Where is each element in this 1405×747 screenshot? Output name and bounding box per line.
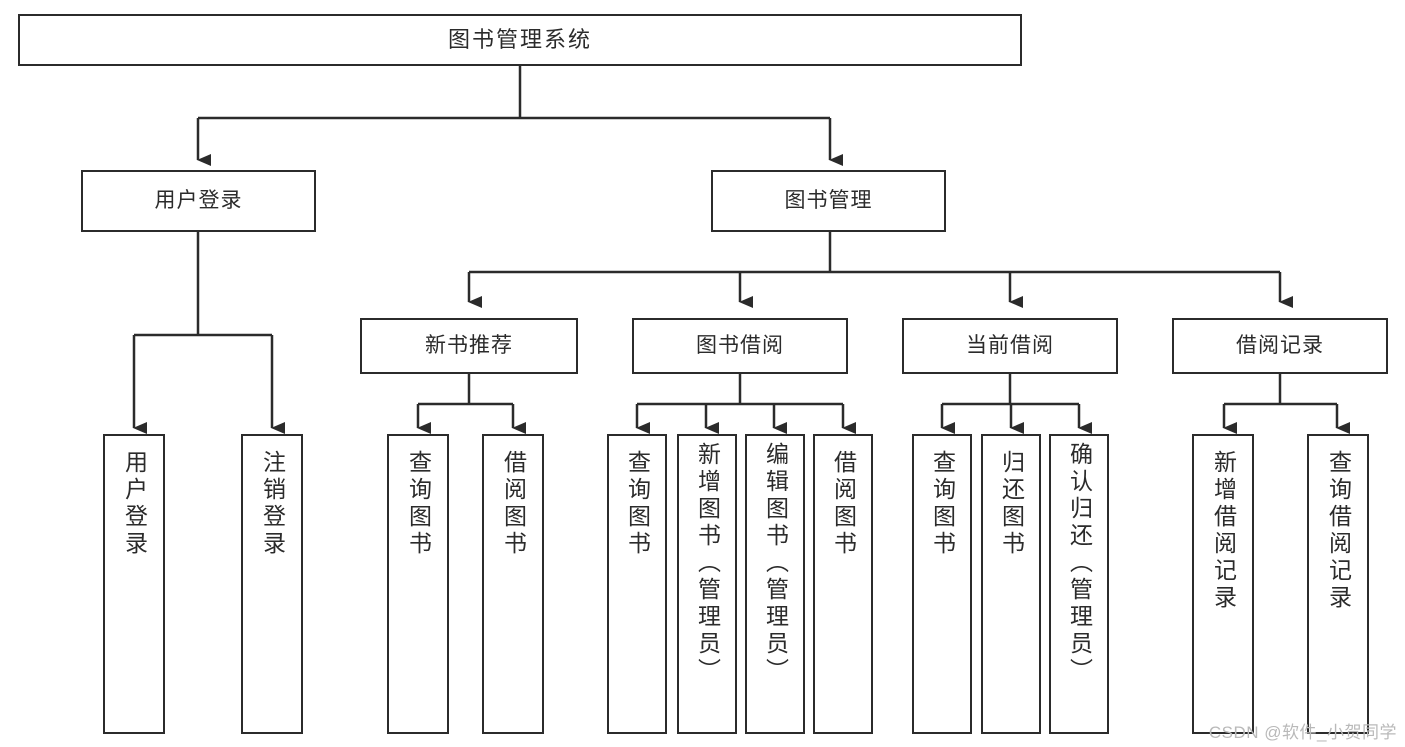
leaf-book-borrow-add-admin[interactable]: 新增图书（管理员） [677, 434, 737, 734]
node-label: 编辑图书（管理员） [762, 442, 789, 685]
node-label: 新增图书（管理员） [694, 442, 721, 685]
leaf-current-borrow-return[interactable]: 归还图书 [981, 434, 1041, 734]
leaf-user-login-login[interactable]: 用户登录 [103, 434, 165, 734]
node-label: 图书管理 [784, 189, 873, 213]
node-label: 借阅图书 [500, 450, 527, 558]
leaf-new-book-borrow[interactable]: 借阅图书 [482, 434, 544, 734]
node-label: 查询借阅记录 [1325, 450, 1352, 612]
node-label: 查询图书 [929, 450, 956, 558]
leaf-book-borrow-borrow[interactable]: 借阅图书 [813, 434, 873, 734]
node-label: 当前借阅 [966, 334, 1054, 358]
leaf-borrow-record-add[interactable]: 新增借阅记录 [1192, 434, 1254, 734]
node-label: 查询图书 [405, 450, 432, 558]
node-label: 归还图书 [998, 450, 1025, 558]
node-root-book-management-system[interactable]: 图书管理系统 [18, 14, 1022, 66]
leaf-user-login-logout[interactable]: 注销登录 [241, 434, 303, 734]
leaf-current-borrow-query[interactable]: 查询图书 [912, 434, 972, 734]
leaf-book-borrow-query[interactable]: 查询图书 [607, 434, 667, 734]
csdn-watermark: CSDN @软件_小贺同学 [1208, 723, 1397, 742]
node-user-login[interactable]: 用户登录 [81, 170, 316, 232]
node-label: 图书管理系统 [447, 26, 592, 52]
leaf-current-borrow-confirm-admin[interactable]: 确认归还（管理员） [1049, 434, 1109, 734]
node-new-book-recommend[interactable]: 新书推荐 [360, 318, 578, 374]
node-label: 新增借阅记录 [1210, 450, 1237, 612]
node-label: 借阅图书 [830, 450, 857, 558]
node-borrow-record[interactable]: 借阅记录 [1172, 318, 1388, 374]
node-current-borrow[interactable]: 当前借阅 [902, 318, 1118, 374]
node-label: 确认归还（管理员） [1066, 442, 1093, 685]
node-book-management[interactable]: 图书管理 [711, 170, 946, 232]
leaf-book-borrow-edit-admin[interactable]: 编辑图书（管理员） [745, 434, 805, 734]
node-label: 新书推荐 [425, 334, 513, 358]
node-label: 用户登录 [121, 450, 148, 558]
node-label: 借阅记录 [1236, 334, 1324, 358]
leaf-borrow-record-query[interactable]: 查询借阅记录 [1307, 434, 1369, 734]
node-book-borrow[interactable]: 图书借阅 [632, 318, 848, 374]
leaf-new-book-query[interactable]: 查询图书 [387, 434, 449, 734]
node-label: 图书借阅 [696, 334, 784, 358]
node-label: 查询图书 [624, 450, 651, 558]
node-label: 用户登录 [154, 189, 243, 213]
node-label: 注销登录 [259, 450, 286, 558]
